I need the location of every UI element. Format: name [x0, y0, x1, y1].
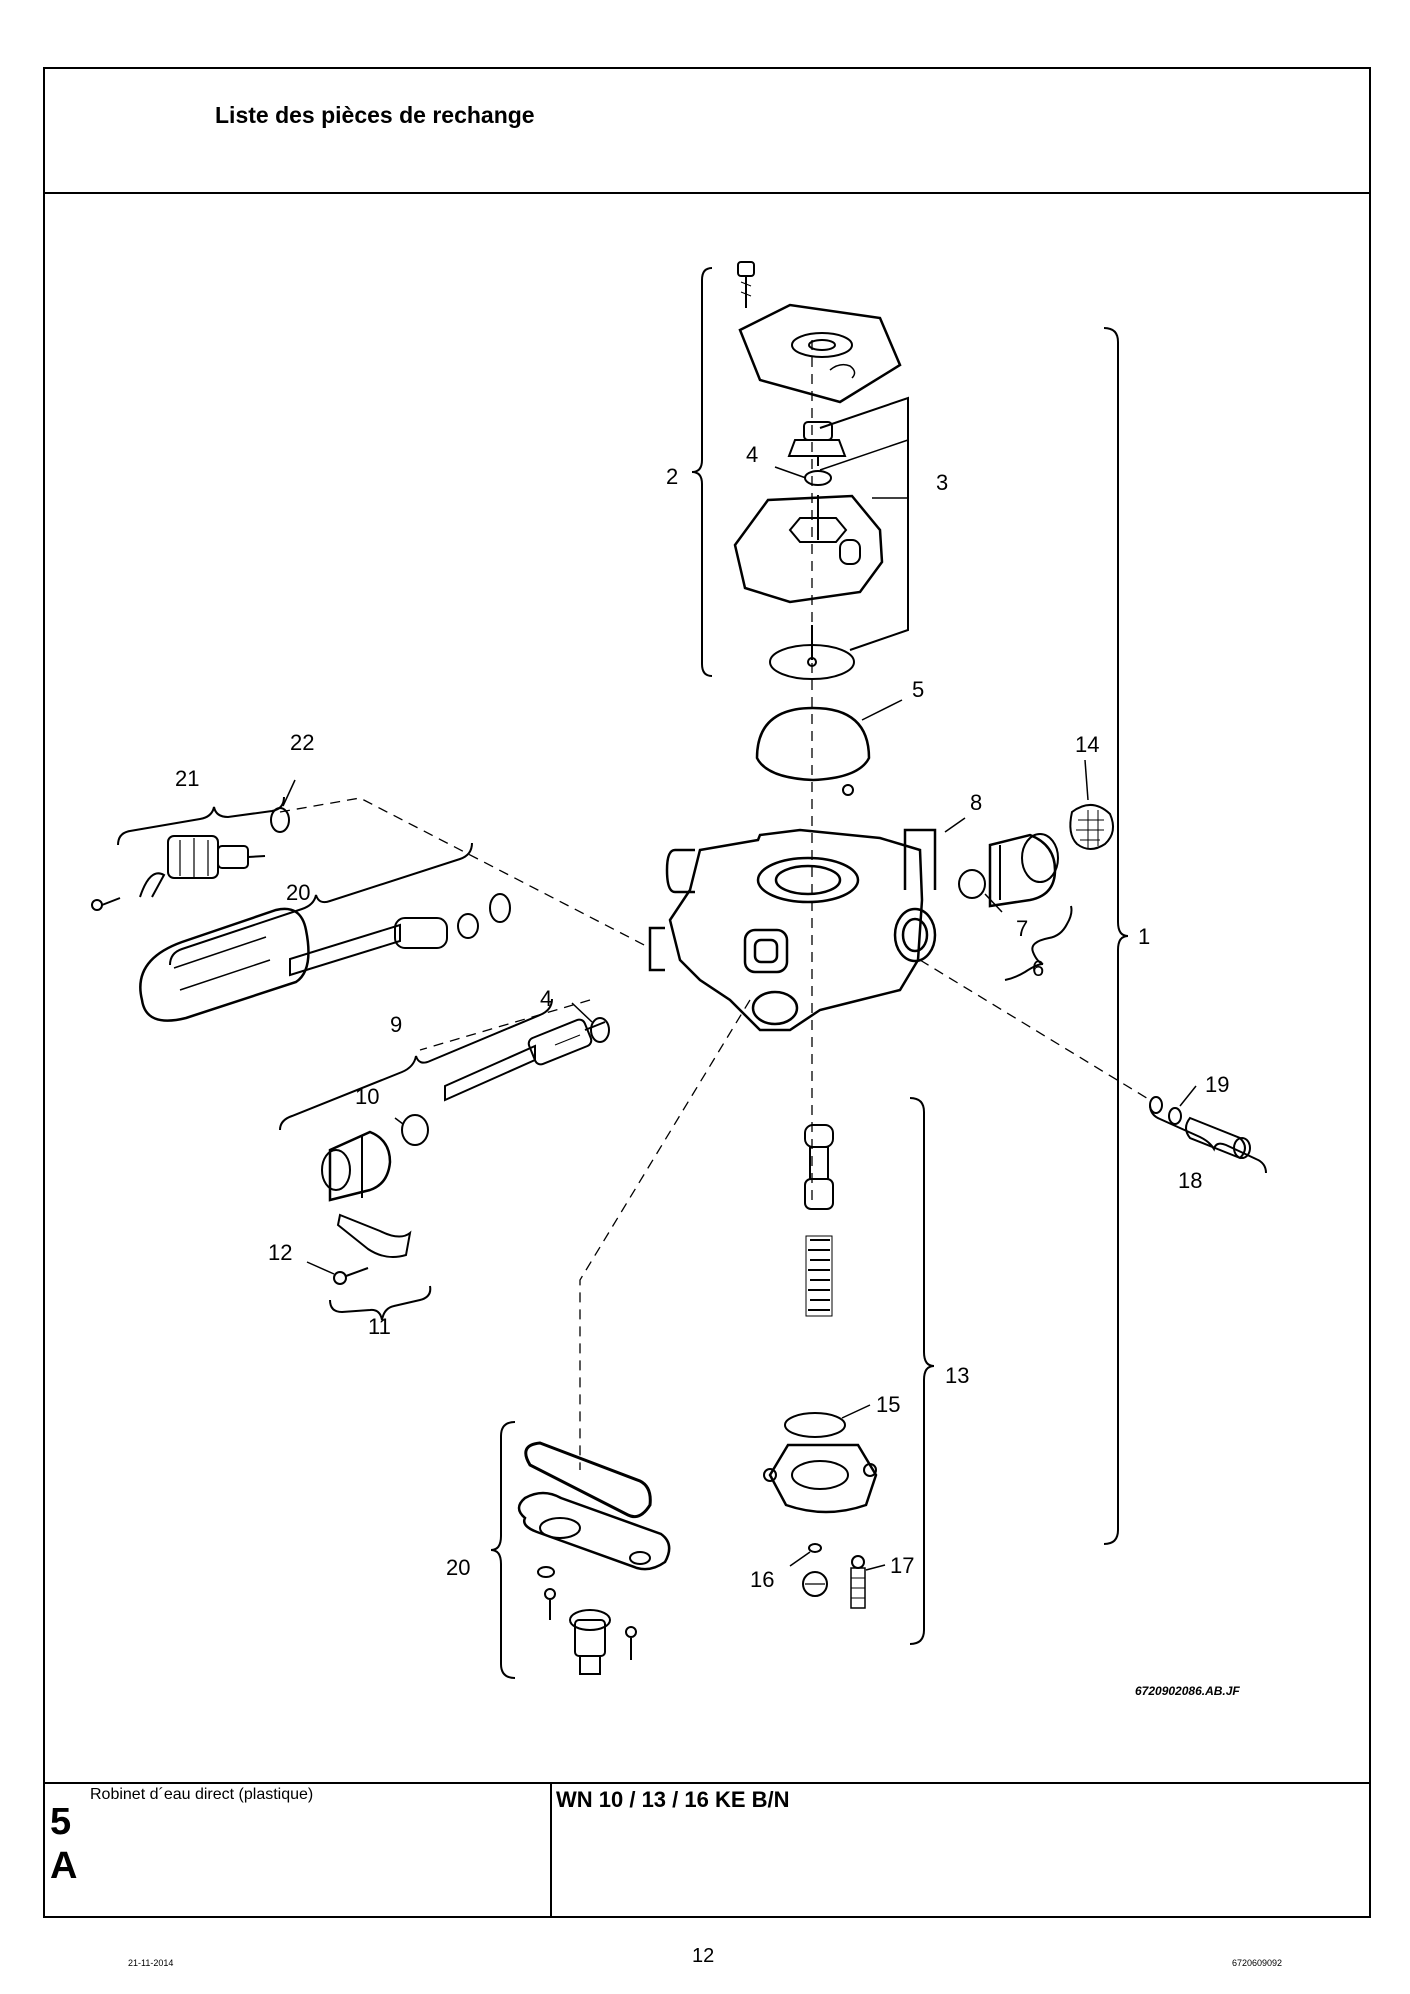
top-cover — [738, 303, 902, 404]
o-ring-15 — [784, 1412, 846, 1438]
o-ring-19a — [1149, 1096, 1163, 1114]
page-number: 12 — [692, 1945, 715, 1967]
callout-10: 10 — [355, 1084, 379, 1109]
callout-16: 16 — [750, 1567, 774, 1592]
callout-9: 9 — [390, 1012, 402, 1037]
valve-base-13 — [763, 1443, 878, 1514]
o-ring-4-top — [804, 470, 832, 486]
plunger-top — [787, 421, 847, 466]
brace-21 — [117, 796, 285, 846]
callout-20-upper: 20 — [286, 880, 310, 905]
footer-column-divider — [550, 1782, 552, 1918]
callout-11: 11 — [368, 1314, 391, 1339]
valve-cover — [733, 494, 884, 604]
o-ring-10 — [401, 1114, 429, 1146]
handle-20-lower — [517, 1441, 671, 1675]
o-ring-4-mid — [590, 1017, 610, 1043]
document-number: 6720609092 — [1232, 1958, 1283, 1968]
section-number: 5 — [50, 1801, 72, 1843]
screw-12 — [333, 1267, 369, 1285]
filter-14 — [1069, 804, 1115, 850]
callout-14: 14 — [1075, 732, 1099, 757]
brace-18 — [1149, 1104, 1267, 1174]
pin-18 — [1185, 1116, 1251, 1160]
top-screw — [737, 261, 755, 308]
callout-3: 3 — [936, 470, 948, 495]
callout-1: 1 — [1138, 924, 1150, 949]
page-frame — [43, 67, 1371, 1918]
callout-15: 15 — [876, 1392, 900, 1417]
callout-13: 13 — [945, 1363, 969, 1388]
assembly-axes — [279, 340, 1151, 1470]
section-id: 5 A — [50, 1800, 77, 1888]
screw-21 — [91, 897, 121, 911]
leader-arrows — [282, 466, 1197, 1571]
footer-divider — [43, 1782, 1371, 1784]
brace-13 — [909, 1097, 935, 1645]
callout-4-top: 4 — [746, 442, 758, 467]
callout-20-lower: 20 — [446, 1555, 470, 1580]
callout-22: 22 — [290, 730, 314, 755]
callout-18: 18 — [1178, 1168, 1202, 1193]
main-valve-body — [648, 828, 937, 1032]
leader-3 — [819, 396, 909, 651]
callout-7: 7 — [1016, 916, 1028, 941]
clip-11 — [336, 1213, 412, 1258]
brace-20-upper — [169, 842, 473, 966]
clip-8 — [903, 828, 937, 890]
callout-2: 2 — [666, 464, 678, 489]
spindle-9 — [444, 1018, 606, 1102]
knob-assembly-20 — [139, 893, 511, 1022]
figure-reference: 6720902086.AB.JF — [1135, 1684, 1240, 1698]
part-21 — [139, 835, 266, 898]
cartridge-13 — [804, 1124, 834, 1317]
callout-17: 17 — [890, 1553, 914, 1578]
model-name: WN 10 / 13 / 16 KE B/N — [556, 1787, 790, 1812]
header-divider — [43, 192, 1371, 194]
nut-11 — [321, 1130, 392, 1202]
screw-17 — [850, 1555, 866, 1609]
brace-11 — [329, 1285, 432, 1321]
callout-19: 19 — [1205, 1072, 1229, 1097]
brace-6 — [1004, 905, 1073, 981]
o-ring-22 — [270, 807, 290, 833]
brace-9 — [279, 998, 553, 1131]
brace-1 — [1103, 327, 1129, 1545]
page-title: Liste des pièces de rechange — [215, 102, 535, 128]
fitting-6 — [988, 833, 1059, 908]
print-date: 21-11-2014 — [128, 1958, 174, 1968]
brace-2 — [691, 267, 713, 677]
o-ring-19b — [1168, 1107, 1182, 1125]
callout-12: 12 — [268, 1240, 292, 1265]
callout-labels: 1 2 3 4 4 5 6 7 8 9 10 11 12 13 14 15 16… — [175, 442, 1229, 1592]
callout-5: 5 — [912, 677, 924, 702]
o-ring-16 — [808, 1543, 822, 1553]
callout-21: 21 — [175, 766, 199, 791]
cap-5 — [755, 706, 871, 782]
section-letter: A — [50, 1845, 78, 1887]
figure-caption: Robinet d´eau direct (plastique) — [90, 1786, 314, 1803]
callout-4-mid: 4 — [540, 986, 552, 1011]
callout-6: 6 — [1032, 956, 1044, 981]
o-ring-7 — [958, 869, 986, 899]
plug-16 — [802, 1571, 828, 1597]
brace-20-lower — [490, 1421, 516, 1679]
callout-8: 8 — [970, 790, 982, 815]
